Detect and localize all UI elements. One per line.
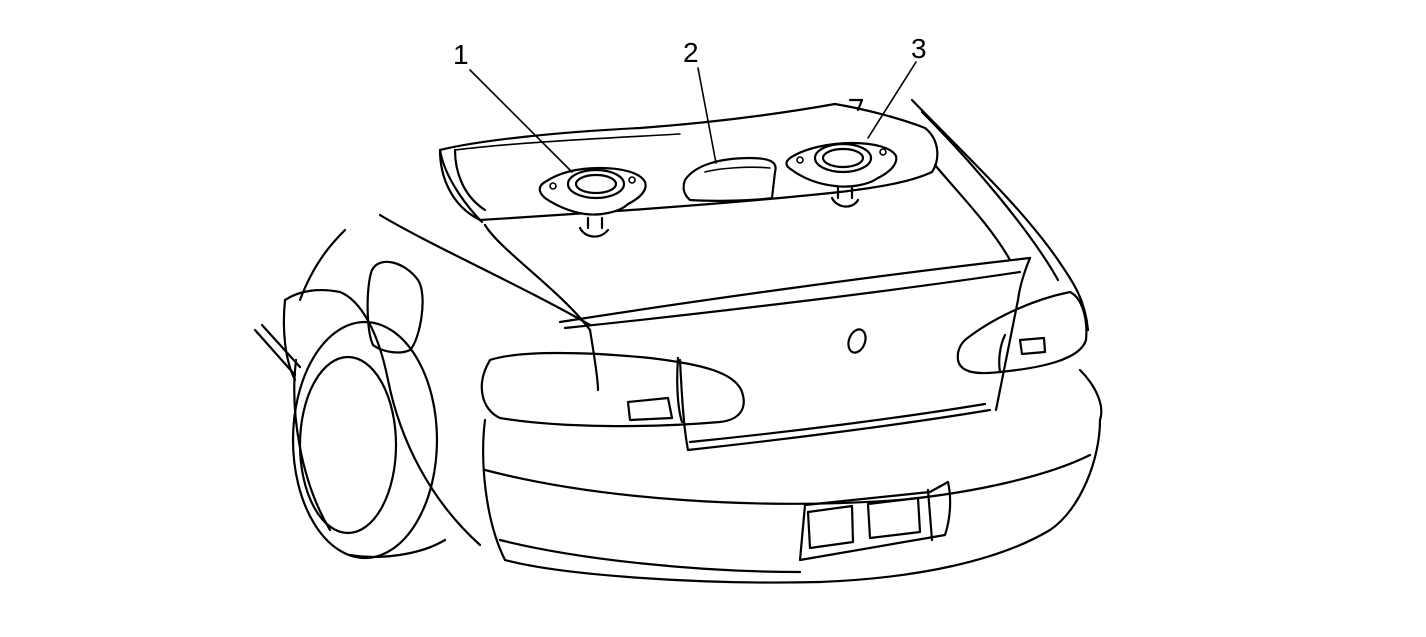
rear-wheel <box>291 320 447 560</box>
right-rear-speaker <box>785 141 898 208</box>
leader-lines <box>469 61 917 173</box>
trunk-lock <box>847 328 867 354</box>
callout-3: 3 <box>911 33 927 64</box>
rear-bumper <box>482 368 1103 584</box>
leader-line-2 <box>697 67 717 164</box>
leader-line-1 <box>469 69 573 173</box>
leader-line-3 <box>867 61 917 139</box>
high-mount-stop-lamp <box>682 156 777 202</box>
callout-1: 1 <box>453 39 469 70</box>
right-pillar <box>910 98 1090 332</box>
left-rear-speaker <box>538 166 647 238</box>
left-tail-lamp <box>480 351 745 428</box>
right-tail-lamp <box>956 290 1088 375</box>
callout-2: 2 <box>683 37 699 68</box>
license-plate-pocket <box>798 480 952 562</box>
trunk-lid <box>483 223 1032 452</box>
fuel-door <box>366 260 424 354</box>
rear-fender <box>253 213 592 547</box>
